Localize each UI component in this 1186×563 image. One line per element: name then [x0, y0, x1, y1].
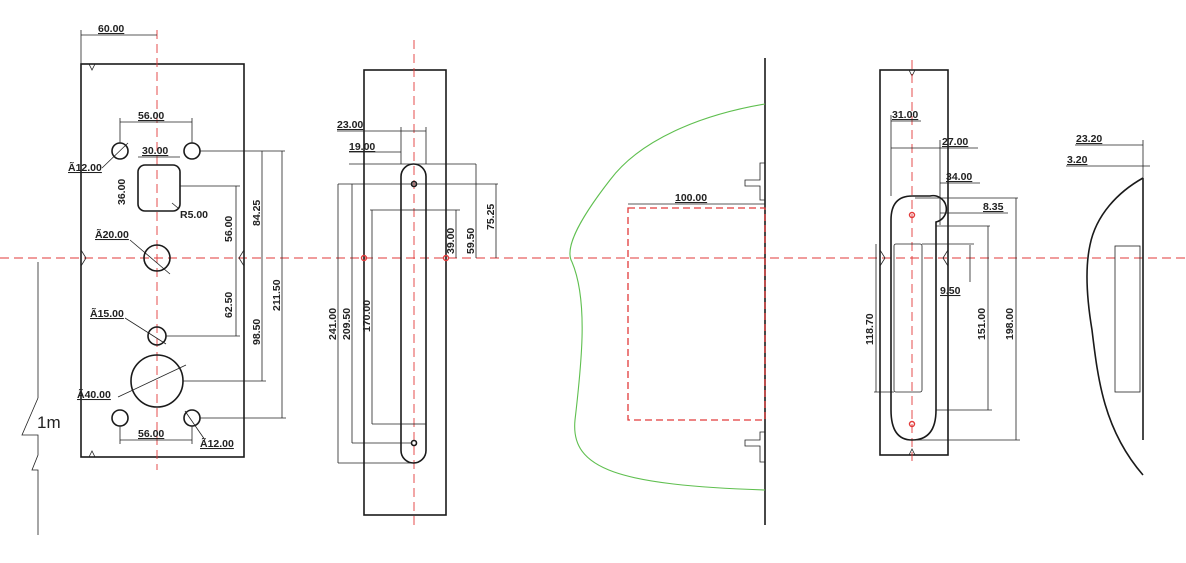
label-square-height: 36.00	[116, 179, 128, 205]
label-forend-width-2: 27.00	[942, 136, 968, 148]
lock-body-dashed-outline	[627, 207, 766, 421]
leader-top-hole	[101, 142, 129, 169]
leader-radius	[171, 202, 179, 209]
label-corner-radius: R5.00	[180, 209, 208, 221]
top-right-hole	[183, 142, 201, 160]
door-contour	[569, 103, 766, 491]
label-forend-length-1: 118.70	[864, 313, 876, 345]
forend-bottom-notch	[908, 448, 916, 456]
label-strike-offset-1: 39.00	[445, 228, 457, 254]
label-top-width: 60.00	[98, 23, 124, 35]
forend-window	[893, 243, 923, 393]
front-plate-bottom-notch	[88, 450, 96, 458]
profile-view: 23.20 3.20	[1066, 133, 1150, 476]
label-forend-width-3: 34.00	[946, 171, 972, 183]
strike-bottom-screw	[410, 439, 418, 447]
label-hole15-offset: 62.50	[223, 292, 235, 318]
front-plate-view: 60.00 56.00 Ã12.00 30.00 36.00 R5.00 56.…	[21, 23, 286, 535]
hole-20	[143, 244, 171, 272]
front-plate-outline	[80, 63, 245, 458]
label-square-width: 30.00	[142, 145, 168, 157]
label-hole20-dia: Ã20.00	[95, 228, 129, 241]
leader-hole40	[117, 364, 187, 398]
front-plate-side-notch	[238, 249, 245, 267]
profile-inner-body	[1114, 245, 1141, 393]
door-side-view: 100.00	[569, 58, 766, 525]
strike-window	[400, 209, 427, 425]
strike-left-marker	[360, 254, 368, 262]
label-hole-spacing-top: 56.00	[138, 110, 164, 122]
strike-plate-view: 23.00 19.00 39.00 59.50 75.25 241.00 209…	[327, 40, 498, 525]
strike-plate-outline	[363, 69, 447, 516]
label-strike-inner-width: 19.00	[349, 141, 375, 153]
leader-hole15	[124, 317, 167, 345]
label-strike-offset-3: 75.25	[485, 204, 497, 230]
label-profile-thickness: 23.20	[1076, 133, 1102, 145]
label-hole-spacing-bottom: 56.00	[138, 428, 164, 440]
strike-slot	[400, 163, 427, 464]
label-forend-width-1: 31.00	[892, 109, 918, 121]
label-forend-small-offset: 9.50	[940, 285, 961, 297]
forend-left-notch	[879, 249, 886, 267]
faceplate-upper-tab	[744, 162, 765, 201]
leader-hole20	[129, 239, 171, 275]
front-plate-top-notch	[88, 63, 96, 71]
label-hole15-dia: Ã15.00	[90, 307, 124, 320]
label-bottom-hole-dia: Ã12.00	[200, 437, 234, 450]
forend-outline	[879, 69, 949, 456]
label-forend-offset: 8.35	[983, 201, 1004, 213]
forend-top-screw	[908, 211, 916, 219]
leader-bottom-hole	[184, 410, 206, 441]
label-strike-total: 241.00	[327, 308, 339, 340]
square-spindle-hole	[137, 164, 181, 212]
label-bottom-offset: 211.50	[271, 279, 283, 311]
forend-bottom-screw	[908, 420, 916, 428]
label-strike-slot-width: 23.00	[337, 119, 363, 131]
strike-right-marker	[442, 254, 450, 262]
front-plate-side-notch-left	[80, 249, 87, 267]
label-side-depth: 100.00	[675, 192, 707, 204]
lock-forend-view: 31.00 27.00 34.00 8.35 9.50 118.70 151.0…	[864, 60, 1020, 465]
forend-right-notch	[942, 249, 949, 267]
break-mark-zigzag	[21, 397, 39, 535]
faceplate-lower-tab	[744, 431, 765, 463]
profile-curve	[1086, 177, 1144, 476]
label-forend-length-3: 198.00	[1004, 308, 1016, 340]
label-profile-lip: 3.20	[1067, 154, 1088, 166]
label-break-length: 1m	[37, 413, 61, 432]
bottom-left-hole	[111, 409, 129, 427]
label-hole40-offset: 98.50	[251, 319, 263, 345]
label-square-offset: 56.00	[223, 216, 235, 242]
label-strike-slot-length: 209.50	[341, 308, 353, 340]
label-top-hole-offset: 84.25	[251, 200, 263, 226]
label-hole40-dia: Ã40.00	[77, 388, 111, 401]
label-forend-length-2: 151.00	[976, 308, 988, 340]
label-strike-window-length: 170.00	[361, 300, 373, 332]
label-strike-offset-2: 59.50	[465, 228, 477, 254]
label-top-hole-dia: Ã12.00	[68, 161, 102, 174]
forend-slot-outline	[890, 194, 948, 441]
